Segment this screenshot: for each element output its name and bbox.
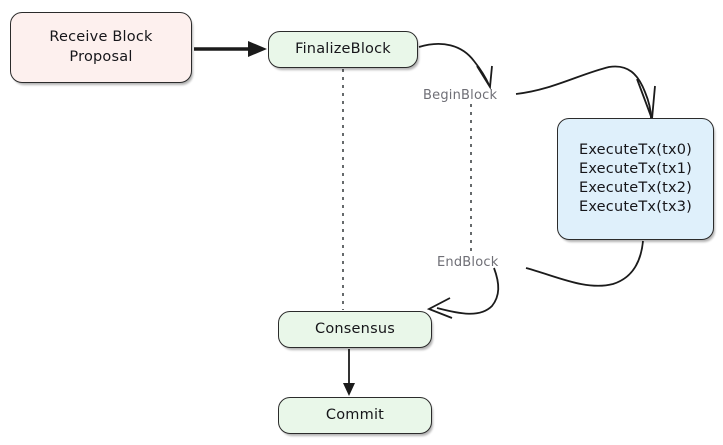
edge-label-end-block: EndBlock (437, 255, 499, 270)
edge-endblock-to-consensus (426, 267, 500, 319)
edge-receive-to-finalize (194, 41, 267, 57)
node-execute-tx-list[interactable]: ExecuteTx(tx0) ExecuteTx(tx1) ExecuteTx(… (557, 118, 714, 240)
edge-execute-to-endblock (525, 240, 644, 287)
node-commit-label: Commit (325, 406, 385, 423)
node-consensus[interactable]: Consensus (278, 311, 432, 348)
execute-tx-line-1: ExecuteTx(tx1) (578, 160, 693, 177)
execute-tx-line-2: ExecuteTx(tx2) (578, 180, 693, 196)
node-receive-block-proposal[interactable]: Receive Block Proposal (10, 12, 192, 83)
execute-tx-line-0: ExecuteTx(tx0) (578, 141, 693, 158)
node-receive-line-2: Proposal (69, 48, 133, 65)
node-finalize-block[interactable]: FinalizeBlock (268, 31, 418, 68)
node-consensus-label: Consensus (315, 320, 395, 337)
node-finalize-block-label: FinalizeBlock (295, 40, 391, 57)
node-receive-line-1: Receive Block (49, 29, 153, 46)
edge-finalize-to-beginblock (418, 43, 493, 90)
edge-beginblock-to-execute (515, 65, 656, 120)
edge-consensus-to-commit (343, 349, 355, 396)
node-commit[interactable]: Commit (278, 397, 432, 434)
execute-tx-line-3: ExecuteTx(tx3) (578, 199, 693, 216)
edge-label-begin-block: BeginBlock (423, 88, 498, 103)
node-receive-block-proposal-label: Receive Block Proposal (49, 28, 152, 66)
